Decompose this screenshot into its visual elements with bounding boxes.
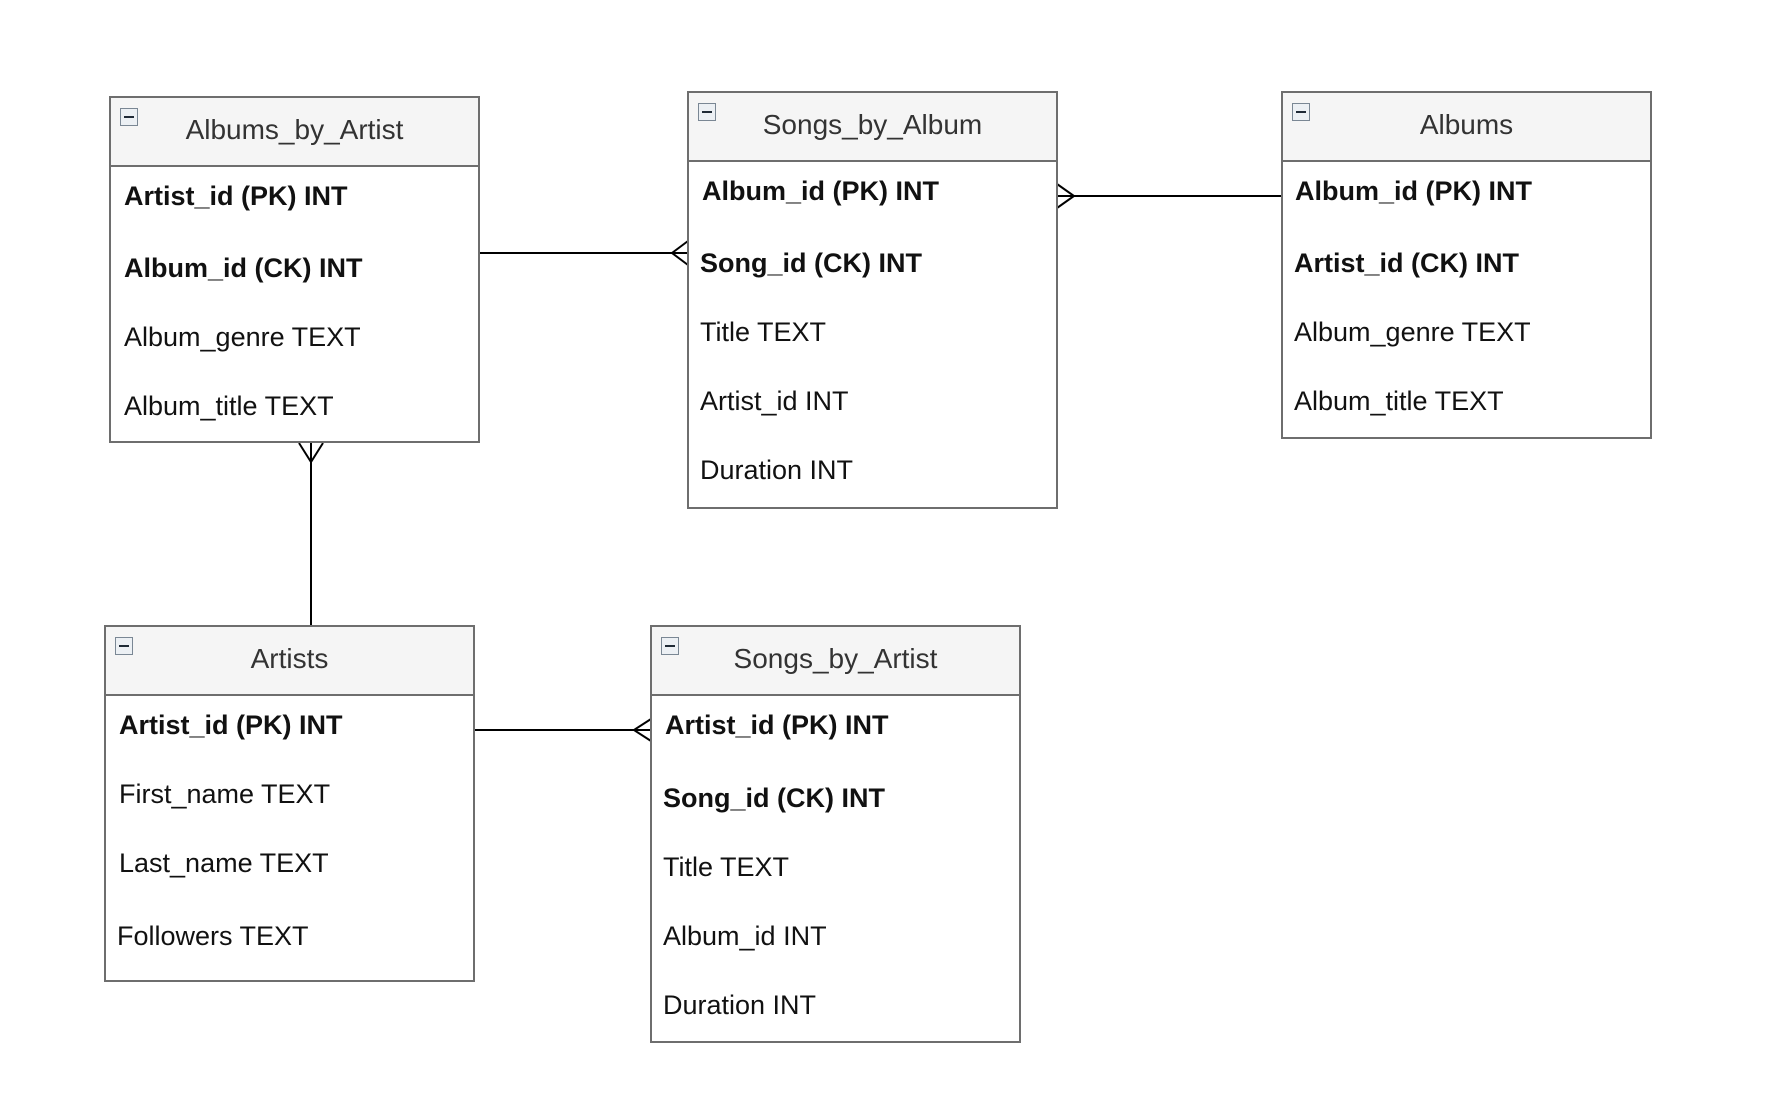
relationship-artists-albums-by-artist[interactable]	[298, 442, 324, 625]
field-row[interactable]: Artist_id (CK) INT	[1294, 248, 1519, 278]
entity-header[interactable]: Artists	[106, 627, 473, 696]
crows-foot-many-icon	[632, 718, 652, 742]
field-row[interactable]: Album_title TEXT	[1294, 386, 1504, 416]
entity-title: Artists	[250, 643, 329, 674]
minus-square-icon[interactable]	[661, 637, 679, 655]
entity-title: Songs_by_Artist	[733, 643, 938, 674]
field-row[interactable]: Album_id (PK) INT	[1295, 176, 1532, 206]
field-row[interactable]: Artist_id INT	[700, 386, 849, 416]
field-row[interactable]: Last_name TEXT	[119, 848, 329, 878]
field-row[interactable]: Song_id (CK) INT	[663, 783, 885, 813]
field-row[interactable]: Title TEXT	[700, 317, 827, 347]
field-row[interactable]: Duration INT	[700, 455, 854, 485]
field-row[interactable]: Title TEXT	[663, 852, 790, 882]
crows-foot-many-icon	[670, 240, 689, 266]
entity-artists[interactable]: Artists Artist_id (PK) INT First_name TE…	[104, 625, 475, 982]
entity-header[interactable]: Songs_by_Album	[689, 93, 1056, 162]
entity-header[interactable]: Albums	[1283, 93, 1650, 162]
field-row[interactable]: Album_id (CK) INT	[124, 253, 363, 283]
relationship-albums-songs-by-album[interactable]	[1056, 183, 1281, 209]
entity-songs-by-album[interactable]: Songs_by_Album Album_id (PK) INT Song_id…	[687, 91, 1058, 509]
field-row[interactable]: Followers TEXT	[117, 921, 309, 951]
entity-songs-by-artist[interactable]: Songs_by_Artist Artist_id (PK) INT Song_…	[650, 625, 1021, 1043]
crows-foot-many-icon	[1056, 183, 1076, 209]
relationship-artists-songs-by-artist[interactable]	[474, 718, 652, 742]
minus-square-icon[interactable]	[115, 637, 133, 655]
field-row[interactable]: Album_title TEXT	[124, 391, 334, 421]
field-row[interactable]: Artist_id (PK) INT	[665, 710, 889, 740]
field-row[interactable]: Song_id (CK) INT	[700, 248, 922, 278]
minus-square-icon[interactable]	[120, 108, 138, 126]
field-row[interactable]: Artist_id (PK) INT	[119, 710, 343, 740]
relationship-albums-by-artist-songs-by-album[interactable]	[479, 240, 689, 266]
crows-foot-many-icon	[298, 442, 324, 464]
field-row[interactable]: Album_id INT	[663, 921, 827, 951]
minus-square-icon[interactable]	[698, 103, 716, 121]
entity-title: Albums_by_Artist	[185, 114, 404, 145]
entity-albums[interactable]: Albums Album_id (PK) INT Artist_id (CK) …	[1281, 91, 1652, 439]
field-row[interactable]: Artist_id (PK) INT	[124, 181, 348, 211]
entity-header[interactable]: Songs_by_Artist	[652, 627, 1019, 696]
field-row[interactable]: First_name TEXT	[119, 779, 331, 809]
field-row[interactable]: Album_genre TEXT	[124, 322, 361, 352]
minus-square-icon[interactable]	[1292, 103, 1310, 121]
entity-header[interactable]: Albums_by_Artist	[111, 98, 478, 167]
entity-title: Songs_by_Album	[762, 109, 983, 140]
entity-albums-by-artist[interactable]: Albums_by_Artist Artist_id (PK) INT Albu…	[109, 96, 480, 443]
field-row[interactable]: Album_id (PK) INT	[702, 176, 939, 206]
field-row[interactable]: Album_genre TEXT	[1294, 317, 1531, 347]
entity-title: Albums	[1419, 109, 1514, 140]
field-row[interactable]: Duration INT	[663, 990, 817, 1020]
